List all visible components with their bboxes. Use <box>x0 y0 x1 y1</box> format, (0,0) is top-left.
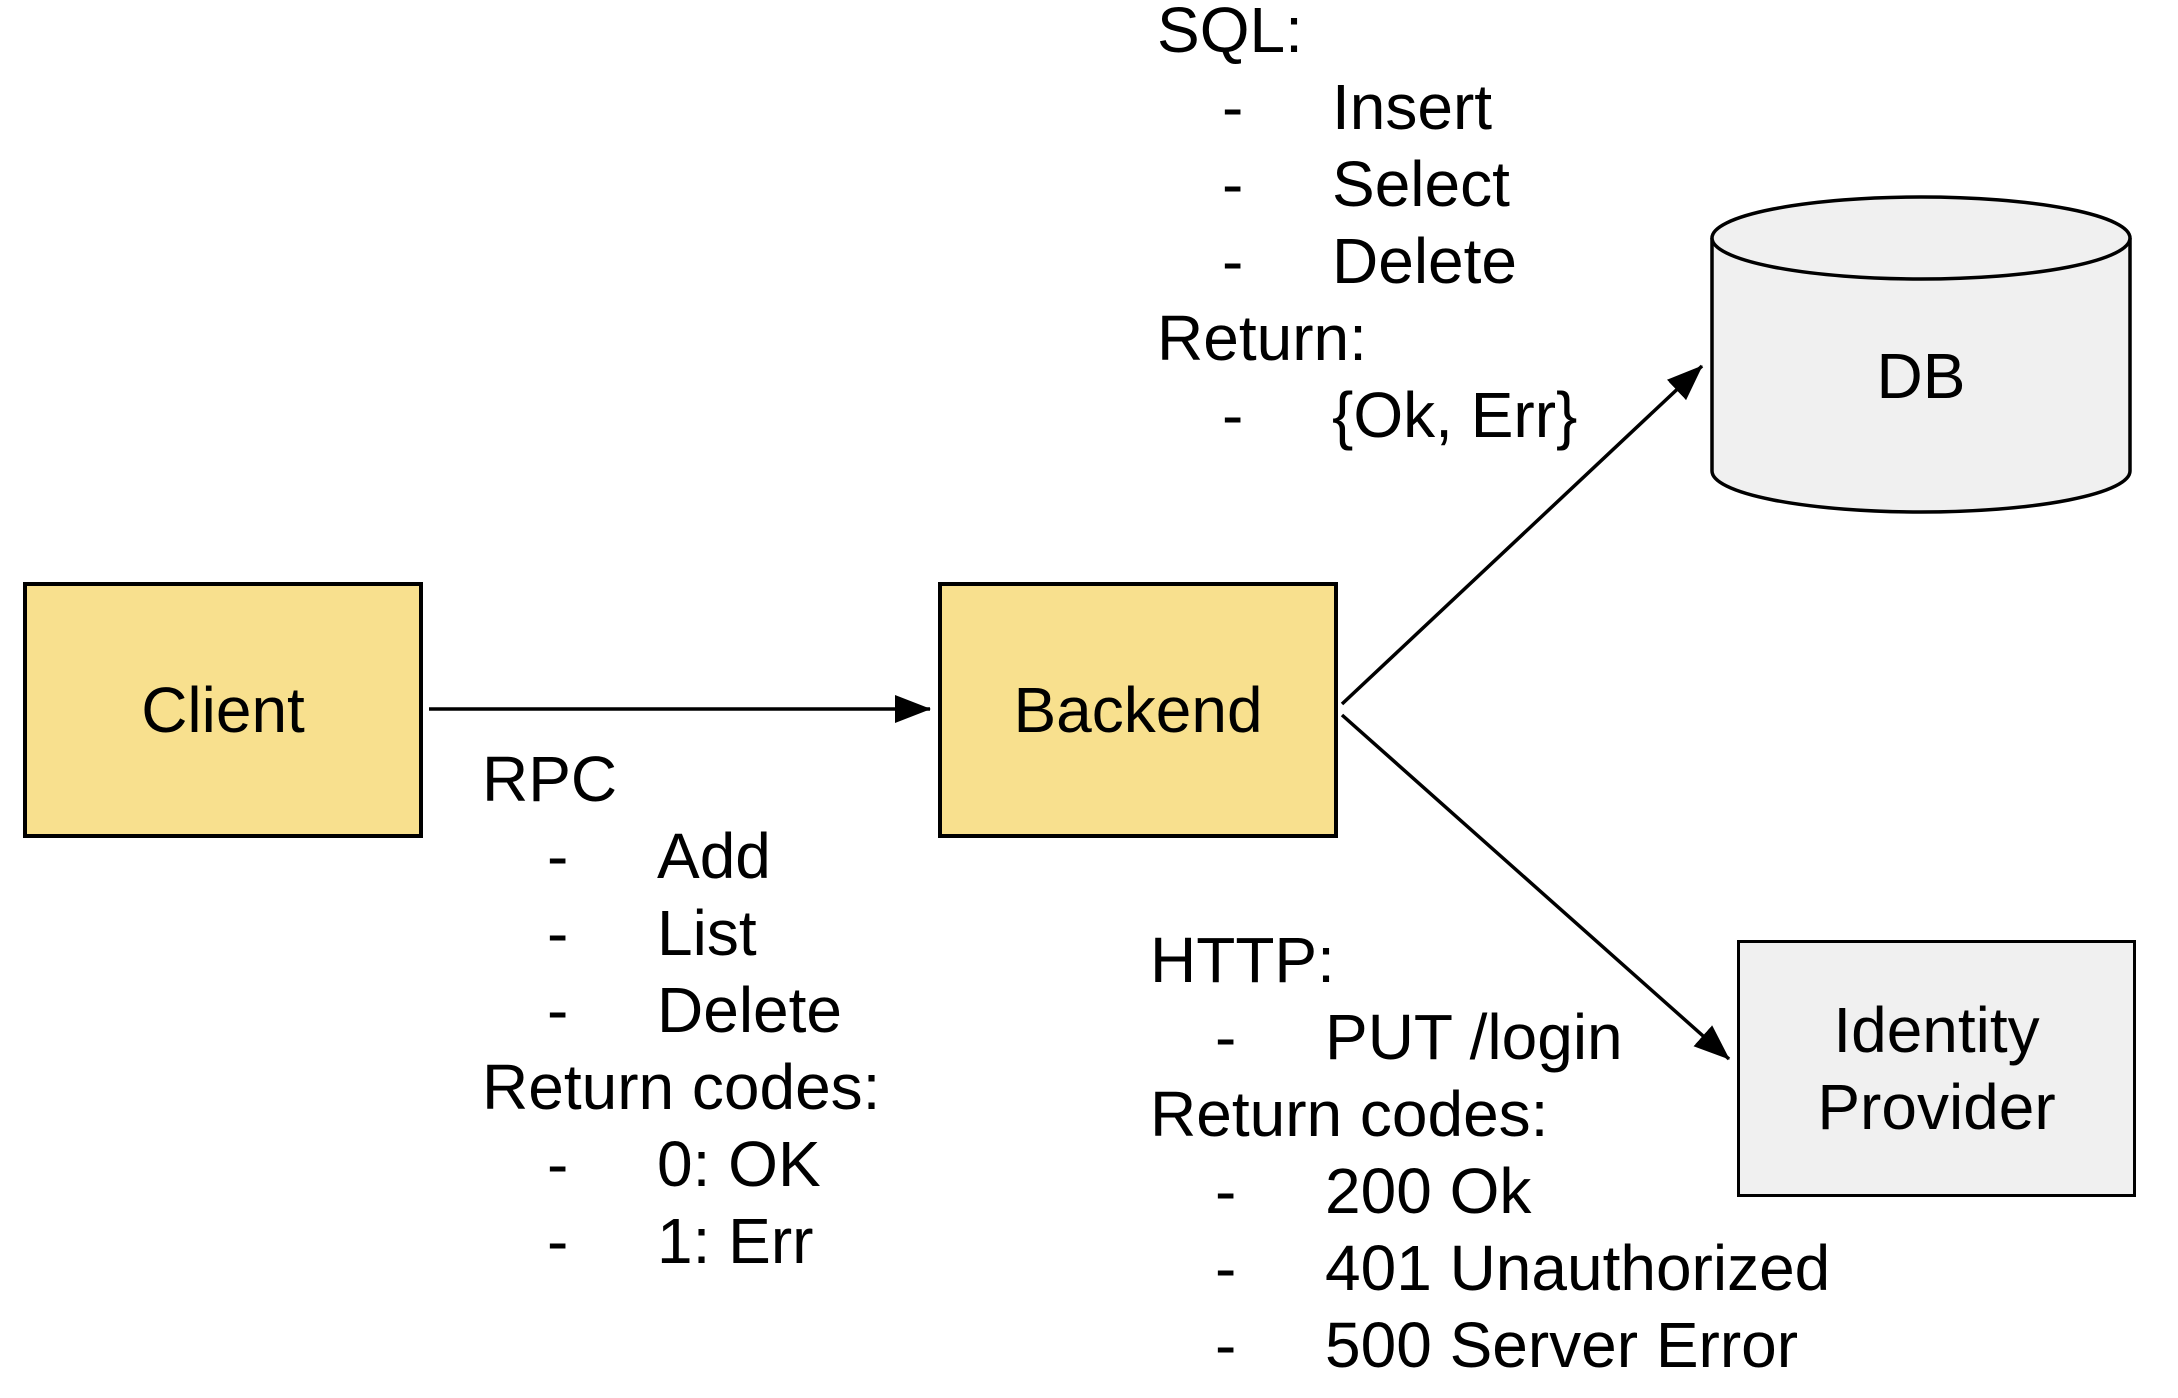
bullet-dash: - <box>1222 379 1244 451</box>
http-item: - PUT /login <box>1150 999 1830 1076</box>
http-return-item: - 200 Ok <box>1150 1153 1830 1230</box>
bullet-text: Select <box>1332 148 1510 220</box>
bullet-text: Add <box>657 820 771 892</box>
bullet-dash: - <box>1222 225 1244 297</box>
rpc-annotation: RPC - Add - List - Delete Return codes: … <box>482 741 880 1280</box>
bullet-dash: - <box>1215 1309 1237 1381</box>
bullet-dash: - <box>1215 1001 1237 1073</box>
rpc-return-item: - 1: Err <box>482 1203 880 1280</box>
rpc-return-title: Return codes: <box>482 1051 881 1123</box>
arrow-backend-db <box>1340 364 1704 706</box>
db-cylinder <box>1710 195 2132 514</box>
identity-provider-node: Identity Provider <box>1737 940 2136 1197</box>
rpc-item: - Add <box>482 818 880 895</box>
client-label: Client <box>141 673 305 746</box>
bullet-text: Delete <box>1332 225 1517 297</box>
backend-node: Backend <box>938 582 1338 838</box>
rpc-item: - Delete <box>482 972 880 1049</box>
db-cylinder-top <box>1710 195 2132 281</box>
bullet-dash: - <box>547 897 569 969</box>
bullet-text: PUT /login <box>1325 1001 1623 1073</box>
http-title: HTTP: <box>1150 924 1335 996</box>
bullet-text: List <box>657 897 757 969</box>
sql-return-title: Return: <box>1157 302 1367 374</box>
sql-item: - Select <box>1157 146 1577 223</box>
http-return-title: Return codes: <box>1150 1078 1549 1150</box>
bullet-dash: - <box>1222 71 1244 143</box>
bullet-text: 0: OK <box>657 1128 821 1200</box>
sql-item: - Insert <box>1157 69 1577 146</box>
sql-return-item: - {Ok, Err} <box>1157 377 1577 454</box>
rpc-return-item: - 0: OK <box>482 1126 880 1203</box>
bullet-text: {Ok, Err} <box>1332 379 1578 451</box>
backend-label: Backend <box>1013 673 1263 746</box>
http-return-item: - 500 Server Error <box>1150 1307 1830 1384</box>
bullet-dash: - <box>547 820 569 892</box>
http-return-item: - 401 Unauthorized <box>1150 1230 1830 1307</box>
bullet-dash: - <box>1215 1155 1237 1227</box>
bullet-dash: - <box>1222 148 1244 220</box>
bullet-text: 200 Ok <box>1325 1155 1532 1227</box>
bullet-text: 500 Server Error <box>1325 1309 1799 1381</box>
bullet-dash: - <box>547 1128 569 1200</box>
db-node-label-wrap: DB <box>1712 260 2130 492</box>
sql-annotation: SQL: - Insert - Select - Delete Return: … <box>1157 0 1577 454</box>
client-node: Client <box>23 582 423 838</box>
db-label: DB <box>1876 339 1966 412</box>
arrow-backend-idp <box>1340 713 1731 1061</box>
sql-item: - Delete <box>1157 223 1577 300</box>
bullet-dash: - <box>547 974 569 1046</box>
db-cylinder-body <box>1710 238 2132 514</box>
bullet-text: 1: Err <box>657 1205 814 1277</box>
bullet-dash: - <box>1215 1232 1237 1304</box>
http-annotation: HTTP: - PUT /login Return codes: - 200 O… <box>1150 922 1830 1384</box>
rpc-title: RPC <box>482 743 618 815</box>
identity-provider-label: Identity Provider <box>1817 993 2056 1143</box>
bullet-text: Insert <box>1332 71 1493 143</box>
rpc-item: - List <box>482 895 880 972</box>
bullet-text: Delete <box>657 974 842 1046</box>
bullet-dash: - <box>547 1205 569 1277</box>
sql-title: SQL: <box>1157 0 1303 66</box>
bullet-text: 401 Unauthorized <box>1325 1232 1831 1304</box>
